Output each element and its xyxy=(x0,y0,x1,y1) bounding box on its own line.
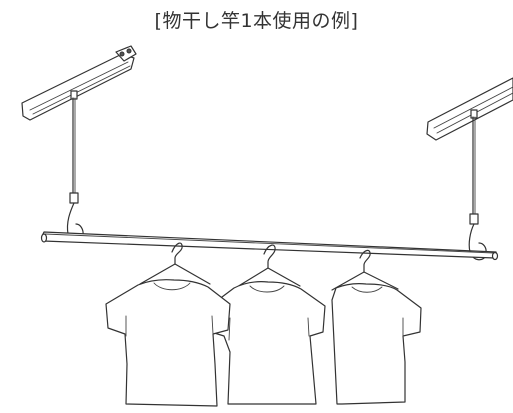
hanger-1 xyxy=(139,242,211,285)
right-hanging-rod xyxy=(468,116,487,261)
left-hanging-rod xyxy=(66,97,84,243)
tshirt-2 xyxy=(207,281,326,405)
figure-caption: [物干し竿1本使用の例] xyxy=(154,10,359,32)
right-hook xyxy=(468,223,487,261)
tshirt-3 xyxy=(331,283,422,405)
tshirt-1 xyxy=(105,279,231,407)
right-ceiling-bracket xyxy=(426,77,513,141)
left-ceiling-bracket xyxy=(21,45,137,121)
drying-pole xyxy=(40,231,499,261)
